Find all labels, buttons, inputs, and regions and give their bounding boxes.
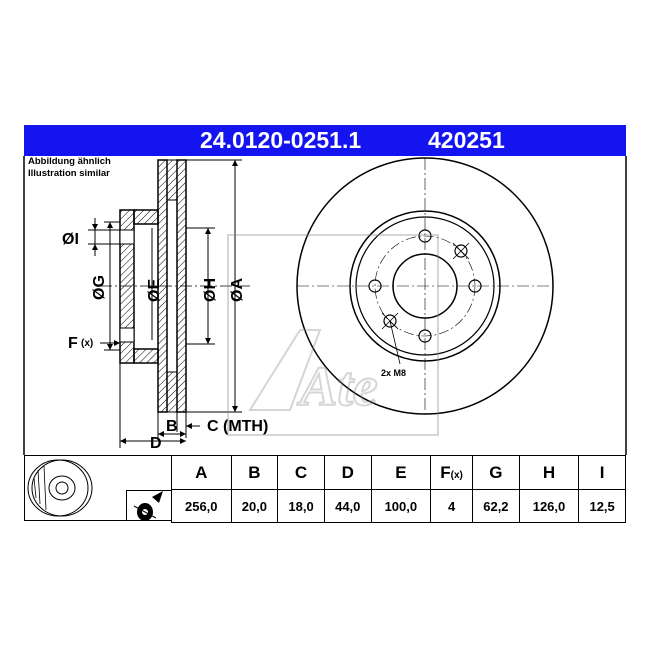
illustration-caption: Abbildung ähnlich Illustration similar bbox=[28, 156, 111, 180]
hat-top-wall bbox=[133, 209, 159, 225]
table-cell: 126,0 bbox=[518, 489, 580, 523]
col-header: B bbox=[230, 455, 279, 490]
front-view bbox=[296, 157, 554, 415]
side-view-section bbox=[100, 159, 250, 413]
label-D: D bbox=[150, 435, 162, 452]
col-header-F-suffix: (x) bbox=[450, 469, 463, 481]
wheel-bolt-hole bbox=[368, 279, 382, 293]
article-code: 420251 bbox=[428, 127, 505, 153]
thumbnail-cell bbox=[24, 455, 171, 521]
caption-line-de: Abbildung ähnlich bbox=[28, 156, 111, 167]
thread-note: 2x M8 bbox=[381, 368, 406, 378]
ate-logo-text: Ate bbox=[297, 356, 378, 418]
col-header: C bbox=[277, 455, 325, 490]
col-header: G bbox=[472, 455, 520, 490]
header-bar: 24.0120-0251.1 420251 bbox=[24, 125, 626, 156]
label-dia-H: ØH bbox=[202, 278, 219, 302]
table-cell: 20,0 bbox=[230, 489, 279, 523]
label-C-mth: C (MTH) bbox=[207, 418, 268, 435]
vent-vane bbox=[166, 371, 178, 413]
wheel-bolt-hole bbox=[418, 329, 432, 343]
ate-logo-watermark: Ate bbox=[227, 234, 439, 436]
table-cell: 18,0 bbox=[277, 489, 325, 523]
label-dia-A: ØA bbox=[229, 278, 246, 302]
table-value-row: 256,0 20,0 18,0 44,0 100,0 4 62,2 126,0 … bbox=[171, 489, 626, 523]
bolt-hole-section bbox=[119, 327, 135, 343]
threaded-hole bbox=[454, 244, 468, 258]
warning-icon-cell bbox=[126, 490, 171, 521]
table-cell: 4 bbox=[430, 489, 474, 523]
dimension-arrows bbox=[92, 160, 238, 444]
col-header: D bbox=[323, 455, 372, 490]
brake-disc-thumbnail-icon bbox=[27, 459, 93, 517]
label-dia-E: ØE bbox=[146, 279, 163, 302]
col-header: E bbox=[370, 455, 432, 490]
table-cell: 256,0 bbox=[171, 489, 232, 523]
wheel-bolt-hole bbox=[468, 279, 482, 293]
col-header-F-letter: F bbox=[440, 462, 451, 482]
drawing-frame bbox=[23, 156, 627, 455]
threaded-hole bbox=[383, 314, 397, 328]
table-cell: 44,0 bbox=[323, 489, 372, 523]
label-F: F bbox=[68, 335, 78, 352]
table-cell: 62,2 bbox=[472, 489, 520, 523]
label-B: B bbox=[166, 418, 178, 435]
label-dia-I: ØI bbox=[62, 231, 79, 248]
col-header: A bbox=[171, 455, 232, 490]
part-number: 24.0120-0251.1 bbox=[200, 127, 362, 153]
col-header: H bbox=[518, 455, 580, 490]
vent-vane bbox=[166, 159, 178, 201]
col-header: I bbox=[578, 455, 626, 490]
table-header-row: A B C D E F(x) G H I bbox=[171, 455, 626, 490]
label-F-sub: (x) bbox=[81, 338, 93, 349]
caption-line-en: Illustration similar bbox=[28, 168, 110, 179]
bolt-circle bbox=[374, 235, 476, 337]
wheel-bolt-hole bbox=[418, 229, 432, 243]
table-cell: 12,5 bbox=[578, 489, 626, 523]
table-cell: 100,0 bbox=[370, 489, 432, 523]
disc-warning-icon bbox=[133, 491, 163, 521]
bolt-hole-section bbox=[119, 229, 135, 245]
label-dia-G: ØG bbox=[91, 275, 108, 300]
dimension-table: A B C D E F(x) G H I 256,0 20,0 18,0 44,… bbox=[171, 455, 626, 523]
hat-flange bbox=[119, 209, 135, 364]
hat-bottom-wall bbox=[133, 348, 159, 364]
col-header-F: F(x) bbox=[430, 455, 474, 490]
